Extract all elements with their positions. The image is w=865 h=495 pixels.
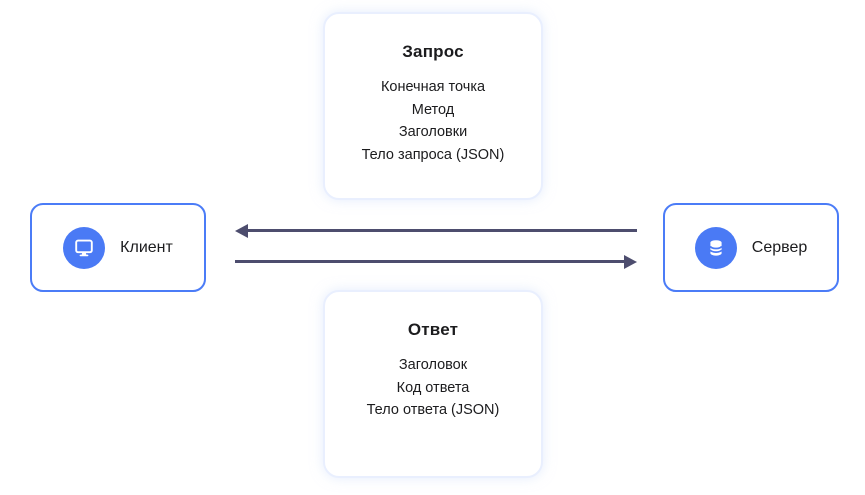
response-card-title: Ответ	[407, 320, 459, 339]
response-item-body: Тело ответа (JSON)	[366, 402, 500, 418]
response-item-status-code: Код ответа	[396, 379, 470, 396]
request-item-body: Тело запроса (JSON)	[361, 146, 505, 163]
server-label: Сервер	[751, 238, 808, 256]
arrow-client-to-server	[235, 260, 624, 263]
monitor-icon	[75, 239, 93, 256]
request-card-items: Конечная точка Метод Заголовки Тело запр…	[325, 76, 541, 166]
request-item-headers: Заголовки	[398, 124, 468, 140]
request-card-title: Запрос	[402, 42, 464, 61]
server-node: Сервер	[663, 203, 839, 292]
request-item-endpoint: Конечная точка	[380, 79, 486, 95]
response-card: Ответ Заголовок Код ответа Тело ответа (…	[323, 290, 543, 478]
database-icon	[709, 239, 723, 256]
request-item-method: Метод	[411, 101, 455, 118]
response-item-header: Заголовок	[398, 357, 468, 373]
server-icon-circle	[694, 226, 737, 269]
client-node: Клиент	[30, 203, 206, 292]
client-icon-circle	[63, 226, 106, 269]
client-label: Клиент	[120, 238, 173, 256]
response-card-items: Заголовок Код ответа Тело ответа (JSON)	[325, 354, 541, 422]
arrow-server-to-client	[248, 229, 637, 232]
request-card: Запрос Конечная точка Метод Заголовки Те…	[323, 12, 543, 200]
